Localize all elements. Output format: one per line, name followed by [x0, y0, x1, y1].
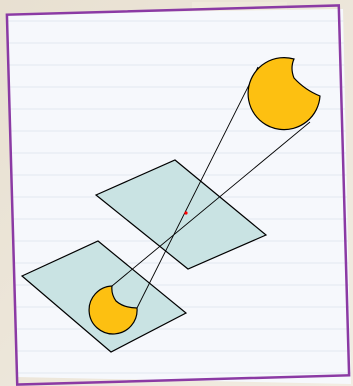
pinhole-point	[184, 211, 187, 214]
